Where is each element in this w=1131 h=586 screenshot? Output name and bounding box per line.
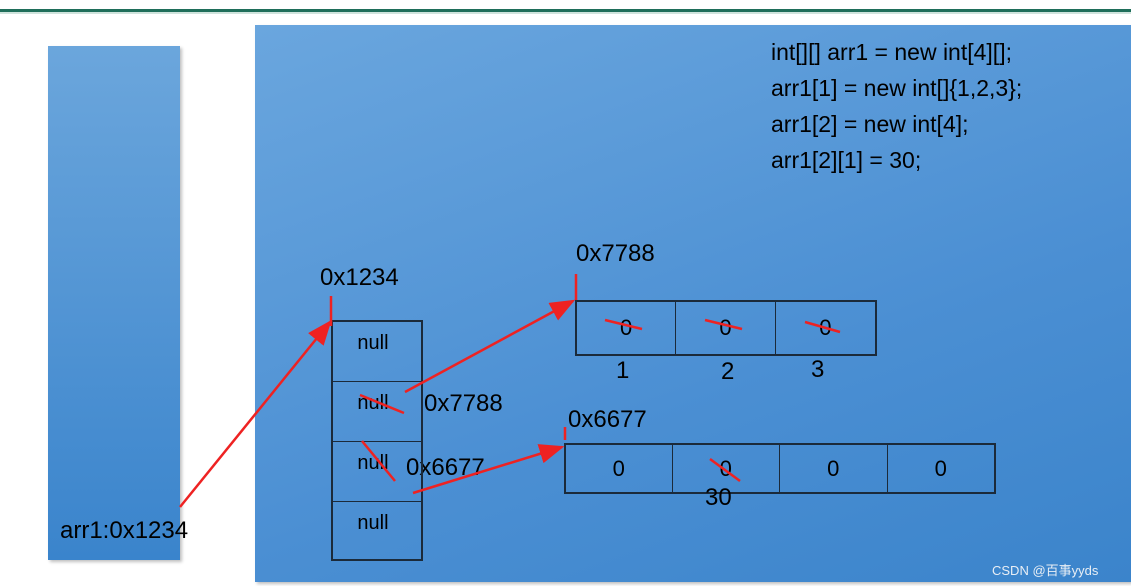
code-line: int[][] arr1 = new int[4][]; [771,39,1012,65]
top-rule [0,9,1131,12]
array-b: 0 0 0 0 [564,443,996,494]
new-value: 3 [811,356,825,383]
strike-mark [704,318,743,331]
array-b-address: 0x6677 [568,406,647,433]
strike-mark [709,457,741,483]
cell-annotation: 0x7788 [424,390,503,417]
stack-region [48,46,180,560]
array-cell: 0 [676,302,776,354]
array-cell: null [333,322,421,382]
reference-arrow [412,444,565,495]
reference-arrow [179,320,332,508]
strike-mark [361,440,396,482]
array-a-address: 0x7788 [576,240,655,267]
stack-variable-label: arr1:0x1234 [60,517,189,544]
strike-mark [804,320,841,334]
new-value: 1 [616,357,630,384]
code-line: arr1[2] = new int[4]; [771,111,969,137]
new-value: 2 [721,358,735,385]
strike-mark [604,318,643,331]
heap-region [255,25,1131,582]
code-line: arr1[1] = new int[]{1,2,3}; [771,75,1023,101]
array-cell: 0 [934,455,947,481]
code-line: arr1[2][1] = 30; [771,147,922,173]
cell-annotation: 0x6677 [406,454,485,481]
array-cell: 0 [566,445,673,492]
code-block: int[][] arr1 = new int[4][]; arr1[1] = n… [771,34,1022,178]
reference-arrow [404,299,576,394]
array-cell: null [357,512,389,534]
array-cell: 0 [577,302,677,354]
array-cell: null [333,442,421,502]
new-value: 30 [705,484,732,511]
strike-mark [359,393,405,415]
top-rule-shadow [0,12,1131,14]
array-cell: 0 [780,445,888,492]
array-a: 0 0 0 [575,300,877,356]
outer-array-address: 0x1234 [320,264,399,291]
watermark: CSDN @百事yyds [992,563,1099,578]
